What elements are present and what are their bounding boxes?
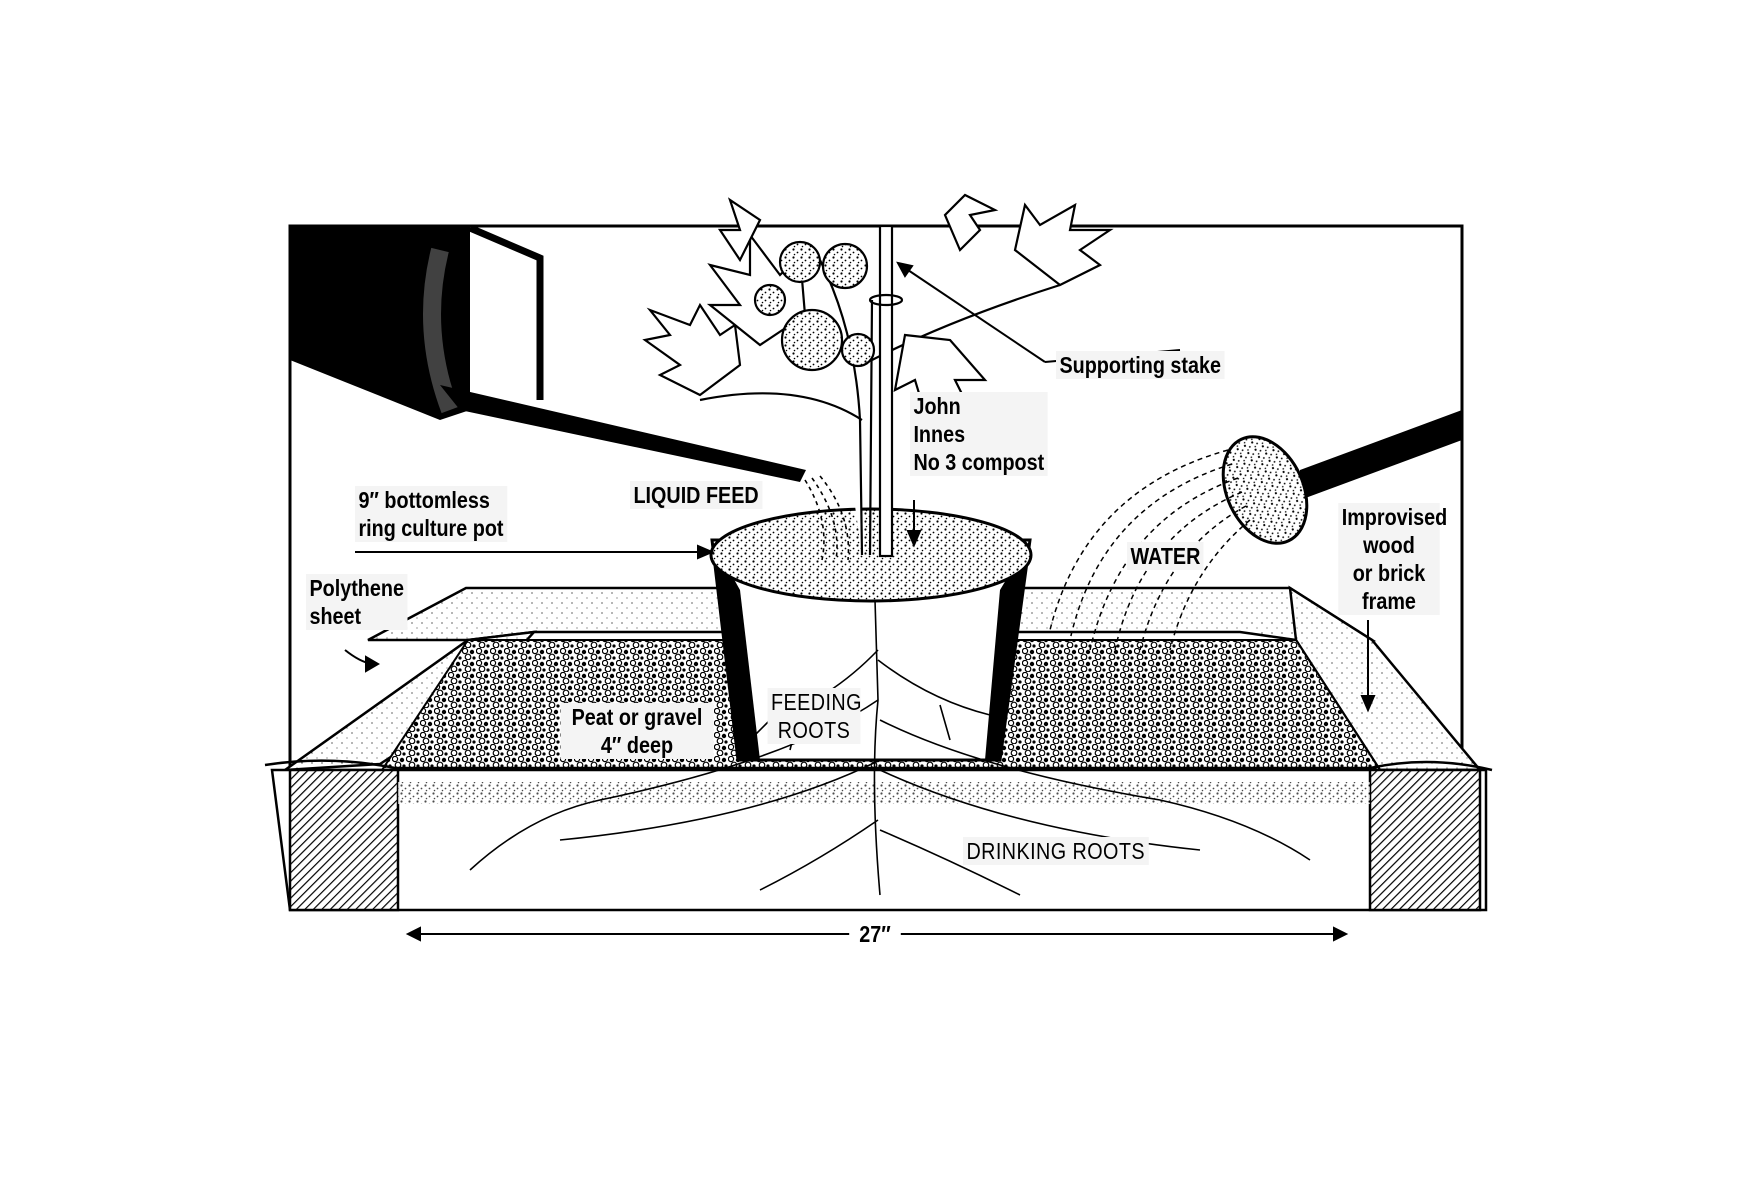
label-feeding-roots-line-2: ROOTS <box>777 717 851 743</box>
liquid-feed-can <box>290 224 850 561</box>
label-peat-line-2: 4′′ deep <box>600 732 674 758</box>
label-pot-line-1: 9′′ bottomless <box>358 487 490 513</box>
label-frame-line-3: or brick <box>1352 560 1426 586</box>
label-width-dimension: 27′′ <box>849 920 901 948</box>
supporting-stake <box>878 224 894 558</box>
label-water: WATER <box>1127 542 1204 570</box>
label-frame-line-2: wood <box>1363 532 1415 558</box>
label-polythene-line-2: sheet <box>309 603 362 629</box>
bed-front <box>264 759 1493 912</box>
tomato-plant <box>642 193 1114 558</box>
label-frame: Improvised wood or brick frame <box>1338 503 1448 615</box>
watering-can <box>1049 410 1462 651</box>
tomato-fruit <box>821 242 869 290</box>
tomato-fruit <box>780 308 844 372</box>
tomato-fruit <box>778 240 822 284</box>
tomato-fruit <box>840 332 876 368</box>
label-feeding-roots: FEEDING ROOTS <box>767 688 862 744</box>
label-compost-line-3: No 3 compost <box>913 449 1045 475</box>
label-feeding-roots-line-1: FEEDING <box>771 689 862 715</box>
label-polythene-line-1: Polythene <box>309 575 404 601</box>
label-peat: Peat or gravel 4′′ deep <box>560 703 714 759</box>
label-compost-line-1: John <box>913 393 961 419</box>
label-compost-line-2: Innes <box>913 421 966 447</box>
label-supporting-stake: Supporting stake <box>1056 351 1225 379</box>
label-polythene: Polythene sheet <box>306 574 408 630</box>
label-frame-line-4: frame <box>1362 588 1416 614</box>
label-drinking-roots: DRINKING ROOTS <box>963 837 1149 865</box>
label-pot-line-2: ring culture pot <box>358 515 504 541</box>
label-compost: John Innes No 3 compost <box>910 392 1048 476</box>
label-frame-line-1: Improvised <box>1341 504 1448 530</box>
label-pot: 9′′ bottomless ring culture pot <box>355 486 507 542</box>
label-liquid-feed: LIQUID FEED <box>630 481 763 509</box>
label-peat-line-1: Peat or gravel <box>571 704 703 730</box>
tomato-fruit <box>753 283 787 317</box>
